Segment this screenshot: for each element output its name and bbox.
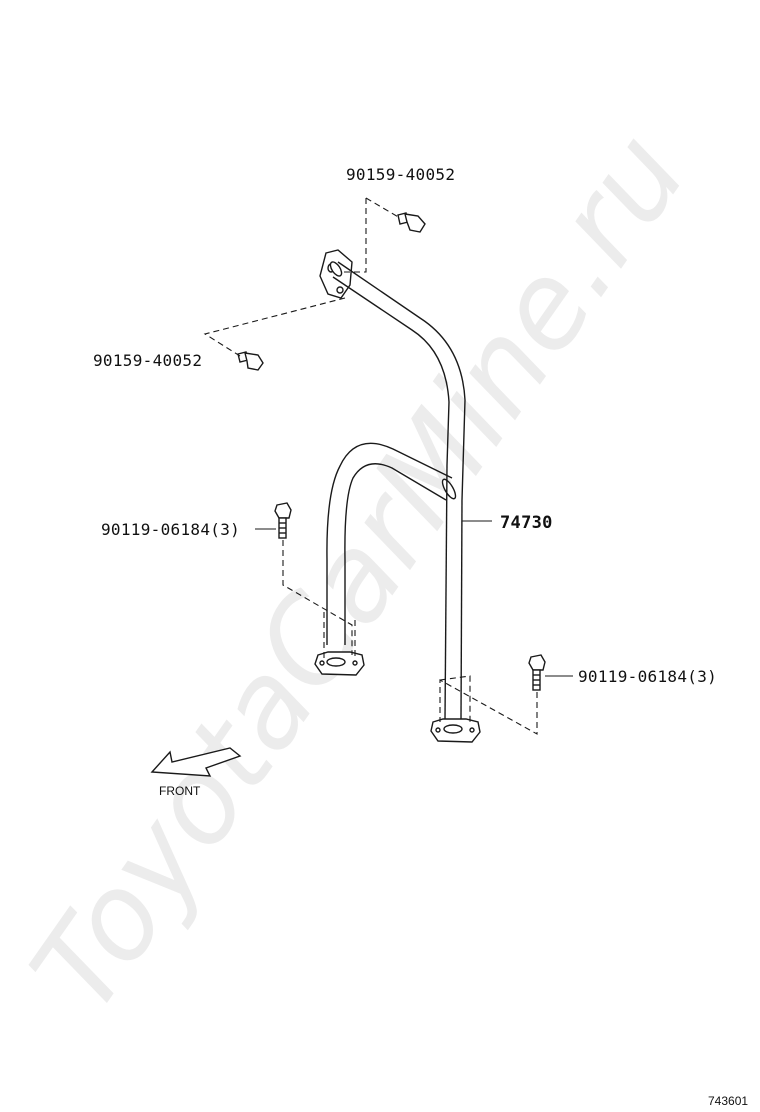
bolt-icon-rear-left <box>274 502 292 539</box>
part-label-top-bolt: 90159-40052 <box>346 165 455 184</box>
bolt-icon-left <box>237 351 264 371</box>
diagram-id: 743601 <box>708 1094 748 1108</box>
bolt-icon-top <box>397 212 426 233</box>
part-label-main-74730: 74730 <box>500 513 553 533</box>
part-label-rear-left-bolt: 90119-06184(3) <box>101 520 240 539</box>
bolt-icon-front-right <box>528 654 546 691</box>
part-label-left-bolt: 90159-40052 <box>93 351 202 370</box>
assembly-dashed-lines <box>203 197 538 735</box>
front-direction-arrow-icon <box>150 747 242 777</box>
assist-grip-handle <box>314 249 481 743</box>
part-label-front-right-bolt: 90119-06184(3) <box>578 667 717 686</box>
front-direction-label: FRONT <box>159 784 201 798</box>
watermark-text: ToyotaCarMine.ru <box>5 108 712 1036</box>
